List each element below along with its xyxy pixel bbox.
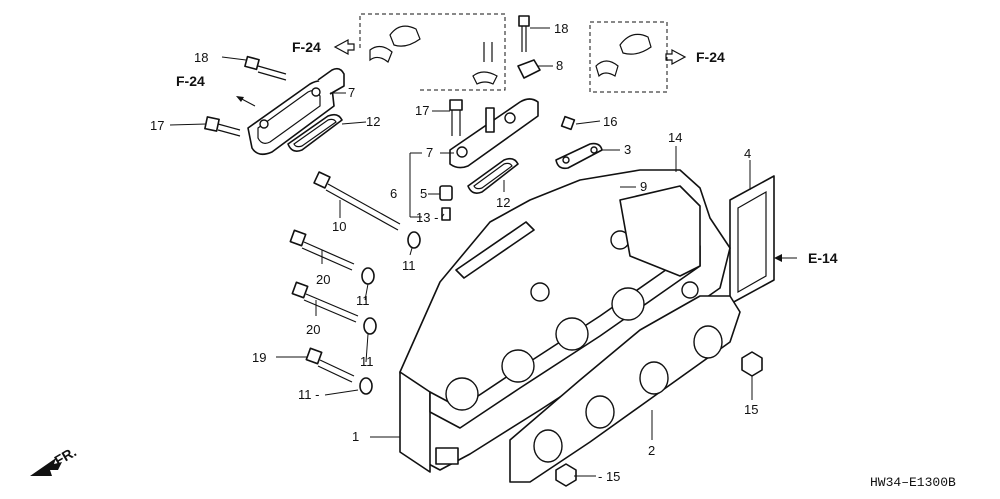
bolt-18-left <box>244 55 287 81</box>
callout-5: 5 <box>420 186 427 201</box>
gasket-12-upper <box>287 113 343 152</box>
gasket-12-center <box>467 157 519 194</box>
detail-box-left <box>359 13 506 91</box>
callout-18-top: 18 <box>554 21 568 36</box>
callout-12-upper: 12 <box>366 114 380 129</box>
callout-11-c: 11 <box>360 354 374 369</box>
ref-f24-right: F-24 <box>696 49 725 65</box>
ref-arrow-f24-top-left <box>333 38 355 56</box>
bolt-16 <box>560 115 576 131</box>
callout-3: 3 <box>624 142 631 157</box>
clip-8 <box>517 59 541 79</box>
callout-9: 9 <box>640 179 647 194</box>
bolt-10 <box>313 171 401 231</box>
bolt-20-lower <box>291 281 359 323</box>
detail-box-right <box>589 21 668 93</box>
callout-18-left: 18 <box>194 50 208 65</box>
callout-1: 1 <box>352 429 359 444</box>
callout-11-d: 11 - <box>298 387 319 402</box>
callout-17-left: 17 <box>150 118 164 133</box>
callout-8: 8 <box>556 58 563 73</box>
callout-11-a: 11 <box>402 258 416 273</box>
intake-manifold-1 <box>399 169 731 473</box>
water-outlet-center <box>449 98 539 169</box>
gasket-4 <box>729 175 775 305</box>
callout-15-right: 15 <box>744 402 758 417</box>
manifold-gasket-2 <box>509 295 741 483</box>
callout-20-lower: 20 <box>306 322 320 337</box>
diagram-code: HW34–E1300B <box>870 475 956 490</box>
ref-arrow-f24-right <box>665 48 687 66</box>
bolt-17-left <box>204 116 241 137</box>
callout-7-upper: 7 <box>348 85 355 100</box>
callout-20-upper: 20 <box>316 272 330 287</box>
water-passage-upper <box>247 67 345 156</box>
callout-7-center: 7 <box>426 145 433 160</box>
ref-f24-top-left: F-24 <box>292 39 321 55</box>
callout-10: 10 <box>332 219 346 234</box>
callout-13: 13 - <box>416 210 438 225</box>
callout-15-bottom: - 15 <box>598 469 620 484</box>
callout-labels: 1 2 3 4 5 6 7 7 8 9 10 11 11 11 11 - 12 … <box>150 21 758 484</box>
callout-4: 4 <box>744 146 751 161</box>
callout-19: 19 <box>252 350 266 365</box>
callout-17-center: 17 <box>415 103 429 118</box>
bolt-18-top <box>518 15 530 52</box>
washers-11 <box>359 231 421 395</box>
ref-e14: E-14 <box>808 250 838 266</box>
callout-6: 6 <box>390 186 397 201</box>
dowel-15-bottom <box>555 463 577 487</box>
plug-5 <box>439 185 453 201</box>
cover-plate-3 <box>555 142 603 170</box>
leader-lines <box>169 27 797 477</box>
callout-16: 16 <box>603 114 617 129</box>
dowel-15-right <box>741 351 763 377</box>
front-arrow <box>30 458 62 476</box>
bolt-13 <box>441 207 451 221</box>
callout-2: 2 <box>648 443 655 458</box>
callout-11-b: 11 <box>356 293 370 308</box>
ref-f24-left: F-24 <box>176 73 205 89</box>
bolt-20-upper <box>289 229 355 271</box>
callout-14: 14 <box>668 130 682 145</box>
callout-12-center: 12 <box>496 195 510 210</box>
ref-arrow-f24-left <box>236 96 256 107</box>
bolt-19 <box>305 347 355 383</box>
